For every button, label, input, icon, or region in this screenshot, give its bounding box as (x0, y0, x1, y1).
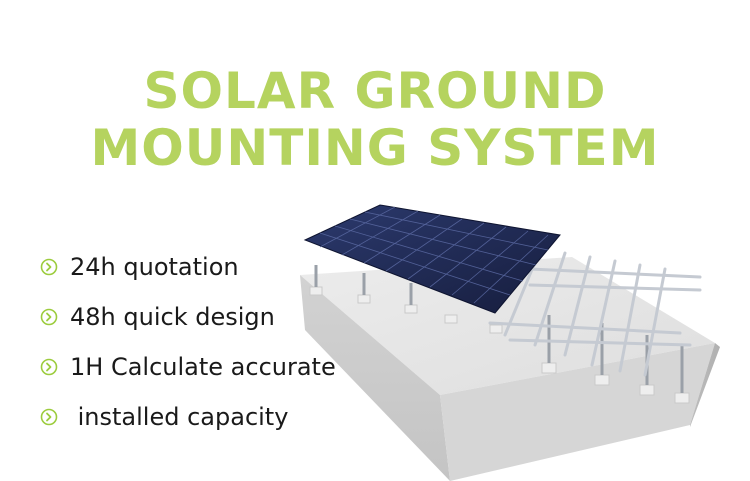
chevron-right-circle-icon (40, 358, 58, 376)
feature-text: 1H Calculate accurate (70, 353, 336, 381)
feature-item: 24h quotation (40, 242, 380, 292)
chevron-right-circle-icon (40, 408, 58, 426)
feature-list: 24h quotation 48h quick design 1H Calcul… (40, 242, 380, 442)
title-line-1: SOLAR GROUND (143, 62, 607, 120)
feature-item: installed capacity (40, 392, 380, 442)
feature-item: 48h quick design (40, 292, 380, 342)
title-line-2: MOUNTING SYSTEM (90, 119, 660, 177)
feature-item: 1H Calculate accurate (40, 342, 380, 392)
solar-ground-mounting-illustration (300, 204, 720, 481)
feature-text: installed capacity (70, 403, 289, 431)
feature-text: 48h quick design (70, 303, 275, 331)
chevron-right-circle-icon (40, 258, 58, 276)
chevron-right-circle-icon (40, 308, 58, 326)
solar-panel-array (303, 204, 561, 314)
feature-text: 24h quotation (70, 253, 239, 281)
